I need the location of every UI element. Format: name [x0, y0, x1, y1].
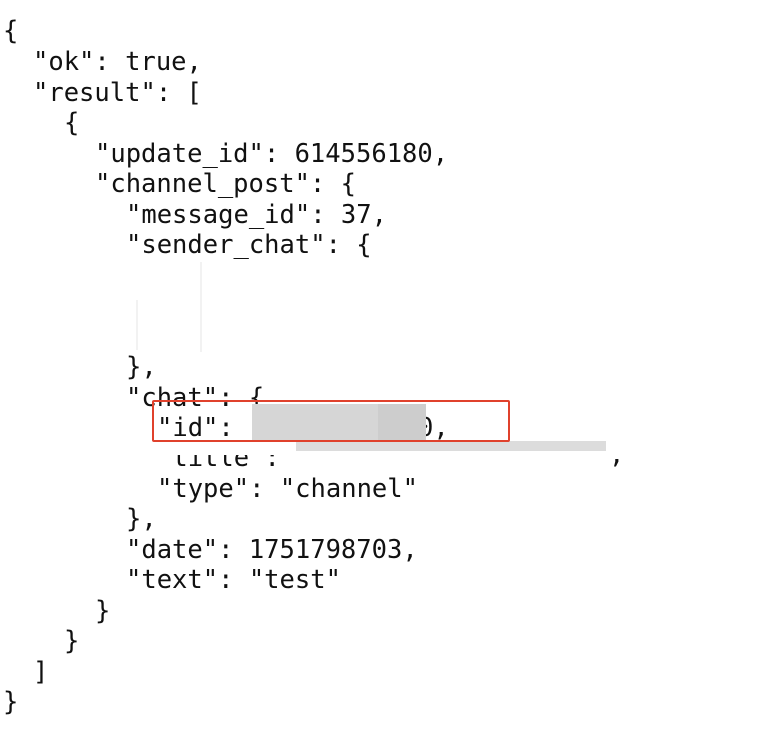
json-line-open-update: {	[64, 108, 80, 138]
json-code-block: { "ok": true, "result": [ { "update_id":…	[3, 16, 764, 736]
json-line-close-root: }	[3, 687, 19, 717]
json-line-chat-close: },	[126, 504, 157, 534]
json-line-sender-chat-close: },	[126, 352, 157, 382]
redacted-chat-title	[296, 441, 606, 451]
json-line-open-root: {	[3, 16, 19, 46]
json-line-date: "date": 1751798703,	[126, 535, 418, 565]
json-line-text: "text": "test"	[126, 565, 341, 595]
json-line-close-update: }	[64, 626, 80, 656]
json-line-result: "result": [	[33, 78, 202, 108]
json-line-ok: "ok": true,	[33, 47, 202, 77]
redaction-artifact	[136, 300, 138, 350]
json-line-message-id: "message_id": 37,	[126, 200, 387, 230]
json-line-update-id: "update_id": 614556180,	[95, 139, 449, 169]
json-line-sender-chat: "sender_chat": {	[126, 230, 372, 260]
redaction-artifact	[200, 262, 202, 352]
json-line-close-channel-post: }	[95, 596, 111, 626]
highlight-box	[152, 400, 510, 442]
json-line-chat-title-comma: ,	[609, 440, 625, 470]
json-line-chat-title: "title":	[157, 443, 280, 473]
json-line-close-result: ]	[33, 657, 49, 687]
redacted-chat-id-segment	[378, 404, 426, 440]
json-line-chat-type: "type": "channel"	[157, 474, 418, 504]
json-line-channel-post: "channel_post": {	[95, 169, 356, 199]
